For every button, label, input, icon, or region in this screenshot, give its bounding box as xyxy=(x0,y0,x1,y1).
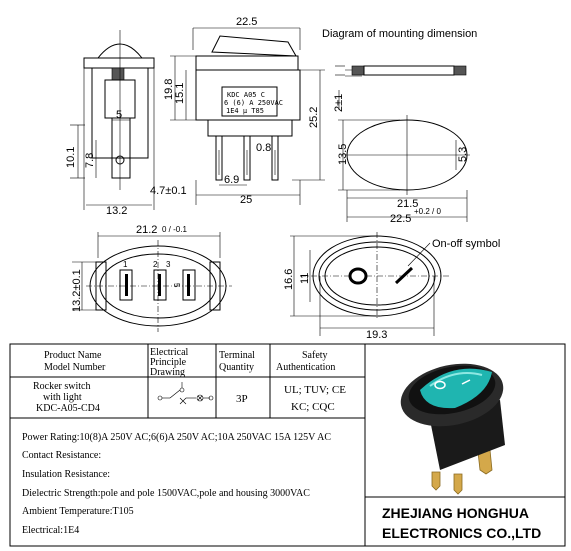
model-number-value: KDC-A05-CD4 xyxy=(36,403,100,414)
bottom-view: 21.2 0 / -0.1 1 2 3 5 13.2±0.1 xyxy=(71,224,232,332)
mounting-dim-22-5-tol: +0.2 / 0 xyxy=(414,207,441,216)
side-view-dim-15-1: 15.1 xyxy=(174,83,186,104)
marking-line-2: 6 (6) A 250VAC xyxy=(224,99,283,107)
pin-mark: 5 xyxy=(172,283,181,288)
spec-ambient-temperature: Ambient Temperature:T105 xyxy=(22,506,134,517)
end-view: 5 10.1 7.8 13.2 xyxy=(65,30,155,217)
pin-label-1: 1 xyxy=(123,260,128,269)
side-view-dim-25-2: 25.2 xyxy=(308,107,320,128)
terminal-quantity-value: 3P xyxy=(236,393,248,405)
header-electrical: Electrical xyxy=(150,347,189,358)
on-off-symbol-label: On-off symbol xyxy=(432,238,500,250)
mounting-diagram: Diagram of mounting dimension 2±1 13.5 5… xyxy=(322,28,477,225)
top-view-dim-16-6: 16.6 xyxy=(283,269,295,290)
electrical-principle-drawing xyxy=(157,382,214,405)
side-view-dim-25: 25 xyxy=(240,194,252,206)
top-view: On-off symbol 16.6 11 19.3 xyxy=(283,232,500,341)
spec-dielectric-strength: Dielectric Strength:pole and pole 1500VA… xyxy=(22,488,310,499)
header-model-number: Model Number xyxy=(44,362,106,373)
end-view-dim-5: 5 xyxy=(116,109,122,121)
mounting-dim-2: 2±1 xyxy=(333,94,345,112)
safety-value-line-2: KC; CQC xyxy=(291,401,335,413)
spec-contact-resistance: Contact Resistance: xyxy=(22,450,101,461)
spec-power-rating: Power Rating:10(8)A 250V AC;6(6)A 250V A… xyxy=(22,432,331,443)
product-name-line-2: with light xyxy=(43,392,82,403)
end-view-dim-13-2: 13.2 xyxy=(106,205,127,217)
mounting-title: Diagram of mounting dimension xyxy=(322,28,477,40)
side-view-dim-0-8: 0.8 xyxy=(256,142,271,154)
side-view-dim-width: 22.5 xyxy=(236,16,257,28)
safety-value-line-1: UL; TUV; CE xyxy=(284,384,346,396)
mounting-dim-5-3: 5.3 xyxy=(457,147,469,162)
mounting-dim-22-5: 22.5 xyxy=(390,213,411,225)
header-safety: Safety xyxy=(302,350,328,361)
company-name-line-2: ELECTRONICS CO.,LTD xyxy=(382,525,541,541)
mounting-dim-13-5: 13.5 xyxy=(337,144,349,165)
header-product-name: Product Name xyxy=(44,350,102,361)
side-view-dim-19-8: 19.8 xyxy=(163,79,175,100)
side-view-dim-4-7: 4.7±0.1 xyxy=(150,185,187,197)
bottom-view-dim-21-2-tol: 0 / -0.1 xyxy=(162,225,187,234)
marking-line-1: KDC A05 C xyxy=(227,91,265,99)
end-view-dim-7-8: 7.8 xyxy=(84,153,96,168)
end-view-dim-10-1: 10.1 xyxy=(65,147,77,168)
top-view-dim-11: 11 xyxy=(299,273,311,284)
header-principle: Principle xyxy=(150,357,187,368)
pin-label-2: 2 xyxy=(153,260,158,269)
pin-label-3: 3 xyxy=(166,260,171,269)
header-authentication: Authentication xyxy=(276,362,335,373)
side-view-dim-6-9: 6.9 xyxy=(224,174,239,186)
mounting-dim-21-5: 21.5 xyxy=(397,198,418,210)
header-drawing: Drawing xyxy=(150,367,185,378)
top-view-dim-19-3: 19.3 xyxy=(366,329,387,341)
side-view: 22.5 KDC A05 C 6 (6) A 250VAC 1E4 μ T85 … xyxy=(150,16,325,206)
spec-table: Product Name Model Number Electrical Pri… xyxy=(9,343,566,547)
bottom-view-dim-21-2: 21.2 xyxy=(136,224,157,236)
spec-insulation-resistance: Insulation Resistance: xyxy=(22,469,110,480)
header-quantity: Quantity xyxy=(219,362,254,373)
company-name-line-1: ZHEJIANG HONGHUA xyxy=(382,505,529,521)
marking-line-3: 1E4 μ T85 xyxy=(226,107,264,115)
product-photo xyxy=(400,363,505,495)
bottom-view-dim-13-2: 13.2±0.1 xyxy=(71,269,83,312)
header-terminal: Terminal xyxy=(219,350,255,361)
product-name-line-1: Rocker switch xyxy=(33,381,91,392)
spec-electrical: Electrical:1E4 xyxy=(22,525,79,536)
